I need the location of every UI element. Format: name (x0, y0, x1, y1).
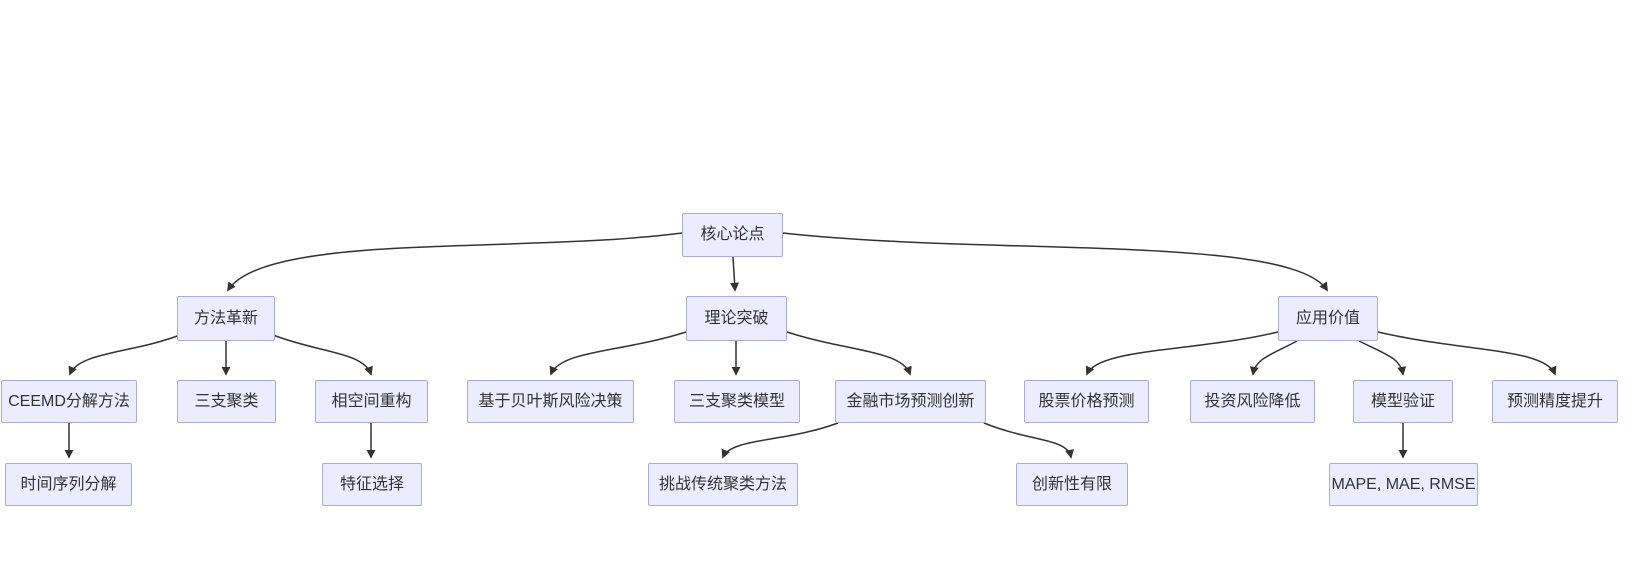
node-label: 模型验证 (1370, 392, 1435, 410)
node-label: 相空间重构 (331, 392, 412, 410)
node-label: 时间序列分解 (20, 475, 117, 493)
node-financial-market-forecast-innovation: 金融市场预测创新 (835, 380, 986, 423)
edge-application-to-accuracy (1377, 331, 1557, 376)
node-three-way-clustering-model: 三支聚类模型 (674, 380, 800, 423)
edge-method-to-ceemd (68, 334, 181, 376)
node-label: 创新性有限 (1031, 475, 1112, 493)
node-prediction-accuracy-improvement: 预测精度提升 (1492, 380, 1618, 423)
edge-theory-to-financial-innovation (786, 331, 912, 376)
node-label: 方法革新 (193, 309, 258, 327)
edge-theory-to-bayesian-risk (549, 331, 687, 376)
node-label: 金融市场预测创新 (846, 392, 975, 410)
node-challenge-traditional-clustering: 挑战传统聚类方法 (648, 463, 798, 506)
node-model-validation: 模型验证 (1353, 380, 1453, 423)
edge-application-to-model-validation (1358, 340, 1407, 376)
node-stock-price-prediction: 股票价格预测 (1024, 380, 1149, 423)
node-label: 投资风险降低 (1204, 392, 1301, 410)
node-label: 预测精度提升 (1506, 392, 1603, 410)
edge-financial-to-limited-innovation (983, 422, 1074, 459)
node-ceemd-decomposition: CEEMD分解方法 (1, 380, 137, 423)
node-limited-innovation: 创新性有限 (1016, 463, 1128, 506)
edge-core-to-application-value (782, 232, 1328, 292)
node-label: MAPE, MAE, RMSE (1331, 475, 1476, 493)
node-application-value: 应用价值 (1278, 296, 1378, 341)
node-theory-breakthrough: 理论突破 (686, 296, 787, 341)
node-evaluation-metrics: MAPE, MAE, RMSE (1329, 463, 1478, 506)
node-label: CEEMD分解方法 (8, 392, 130, 410)
node-label: 挑战传统聚类方法 (658, 475, 787, 493)
node-label: 理论突破 (704, 309, 769, 327)
node-label: 三支聚类 (194, 392, 259, 410)
edge-application-to-stock-prediction (1085, 331, 1279, 376)
node-time-series-decomposition: 时间序列分解 (5, 463, 132, 506)
node-investment-risk-reduction: 投资风险降低 (1190, 380, 1315, 423)
node-phase-space-reconstruction: 相空间重构 (315, 380, 428, 423)
node-label: 基于贝叶斯风险决策 (478, 392, 623, 410)
node-bayesian-risk-decision: 基于贝叶斯风险决策 (467, 380, 634, 423)
node-three-way-clustering: 三支聚类 (177, 380, 276, 423)
edge-application-to-investment-risk (1249, 340, 1298, 376)
node-feature-selection: 特征选择 (322, 463, 422, 506)
node-method-innovation: 方法革新 (177, 296, 275, 341)
node-label: 三支聚类模型 (688, 392, 785, 410)
node-label: 应用价值 (1295, 309, 1360, 327)
edge-method-to-phase-space (272, 334, 373, 376)
edge-core-to-method-innovation (226, 232, 683, 292)
node-core-argument: 核心论点 (682, 213, 783, 257)
edge-core-to-theory-breakthrough (730, 256, 740, 292)
node-label: 特征选择 (339, 475, 404, 493)
node-label: 股票价格预测 (1038, 392, 1135, 410)
node-label: 核心论点 (700, 226, 765, 243)
edge-financial-to-challenge-clustering (721, 422, 839, 459)
